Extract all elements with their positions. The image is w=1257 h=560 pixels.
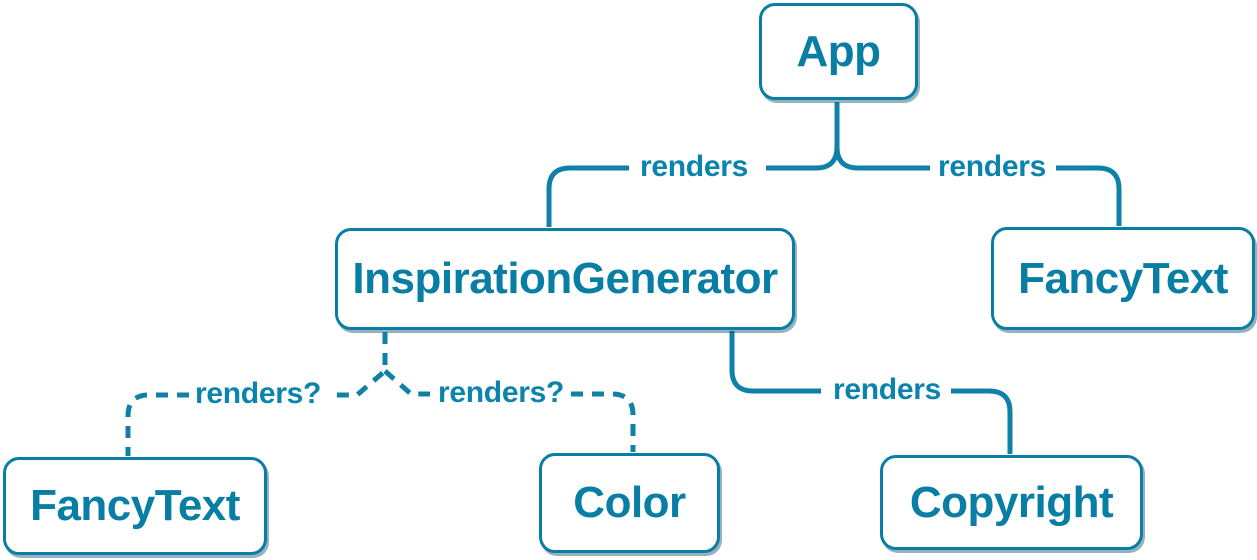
node-copyright-label: Copyright: [909, 477, 1114, 527]
node-copyright: Copyright: [880, 455, 1143, 550]
edge-label-inspirationgenerator-fancytext: renders?: [195, 377, 321, 410]
node-fancy-text-top-label: FancyText: [1018, 253, 1228, 303]
node-color-label: Color: [573, 478, 686, 527]
node-app: App: [759, 3, 918, 100]
edge-label-inspirationgenerator-color: renders?: [438, 376, 564, 409]
node-fancy-text-bottom-label: FancyText: [30, 481, 240, 530]
node-inspiration-generator: InspirationGenerator: [335, 228, 795, 330]
node-color: Color: [539, 453, 720, 553]
node-app-label: App: [796, 26, 881, 76]
node-inspiration-generator-label: InspirationGenerator: [352, 254, 778, 303]
edge-label-app-fancytext: renders: [938, 150, 1046, 183]
node-fancy-text-top: FancyText: [991, 227, 1255, 330]
edge-label-app-inspirationgenerator: renders: [640, 150, 748, 183]
edge-label-inspirationgenerator-copyright: renders: [833, 373, 941, 406]
node-fancy-text-bottom: FancyText: [3, 457, 267, 555]
